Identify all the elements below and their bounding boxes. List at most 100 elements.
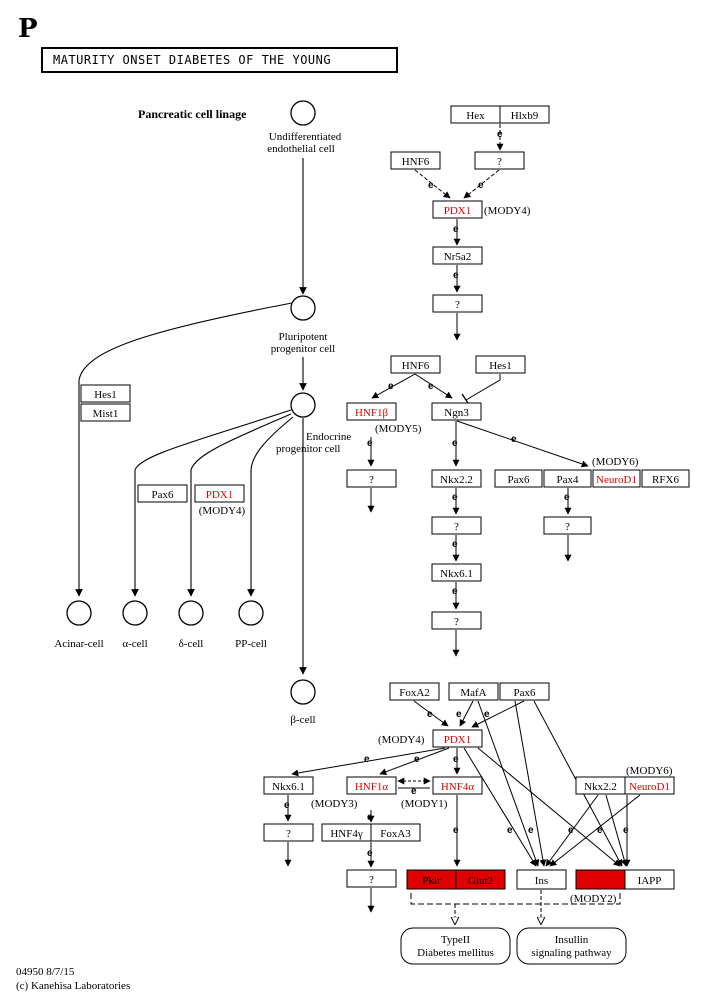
edge-plurip-acinar [75,302,293,597]
edge-label: e [597,825,603,836]
gene-hes1-b: Hes1 [489,360,512,372]
edge-endo-delta [187,413,292,597]
mody6-label-a: (MODY6) [592,456,639,468]
pathway-insulin-label: Insullin [555,934,589,946]
edge-label: e [411,786,417,797]
pathway-box-t2dm[interactable] [400,927,511,965]
gene-box-q2[interactable] [432,294,483,313]
gene-box-pdx1-left[interactable] [194,484,245,503]
gene-box-q8[interactable] [346,869,397,888]
gene-box-hnf4a[interactable] [432,776,483,795]
gene-box-nkx61-c[interactable] [263,776,314,795]
gene-pax4: Pax4 [557,474,580,486]
pathway-box-insulin-signaling[interactable] [516,927,627,965]
gene-ngn3: Ngn3 [444,407,469,419]
footer-id: 04950 8/7/15 [16,966,75,978]
pp-cell-node[interactable] [238,600,264,626]
edge-label: e [564,492,570,503]
gene-box-ngn3[interactable] [431,402,482,421]
beta-cell-node[interactable] [290,679,316,705]
edge-label: e [284,800,290,811]
gene-box-q7[interactable] [263,823,314,842]
pp-label: PP-cell [235,638,267,650]
gene-hnf4a: HNF4α [441,781,475,793]
gene-box-foxa3[interactable] [370,823,421,842]
gene-box-iapp[interactable] [624,869,675,890]
gene-box-q5[interactable] [431,611,482,630]
gene-box-q3[interactable] [346,469,397,488]
acinar-cell-node[interactable] [66,600,92,626]
gene-neurod1-c: NeuroD1 [629,781,670,793]
gene-hnf6-a: HNF6 [402,156,430,168]
pathway-insulin-label-2: signaling pathway [531,947,612,959]
undifferentiated-cell-node[interactable] [290,100,316,126]
gene-hes1-left: Hes1 [94,389,117,401]
gene-box-hes1-b[interactable] [475,355,526,374]
bracket-genes [410,893,621,905]
gene-box-pdx1-a[interactable] [432,200,483,219]
gene-box-nr5a2[interactable] [432,246,483,265]
edge-mafa-ins [477,700,540,867]
alpha-label: α-cell [122,638,147,650]
gene-box-hnf6-a[interactable] [390,151,441,170]
gene-iapp: IAPP [638,875,662,887]
edge-label: e [452,586,458,597]
gene-box-q6[interactable] [543,516,592,535]
pluripotent-label: Pluripotent [279,331,328,343]
gene-box-pax4[interactable] [543,469,592,488]
gene-hnf6-b: HNF6 [402,360,430,372]
gene-box-hes1-left[interactable] [80,384,131,403]
gene-box-ins[interactable] [516,869,567,890]
gene-box-gck[interactable] [575,869,626,890]
acinar-label: Acinar-cell [54,638,103,650]
gene-box-hnf1a[interactable] [346,776,397,795]
gene-box-q4[interactable] [431,516,482,535]
footer-copyright: (c) Kanehisa Laboratories [16,980,131,992]
gene-box-nkx61-a[interactable] [431,563,482,582]
gene-box-neurod1-c[interactable] [624,776,675,795]
gene-box-pax6-a[interactable] [494,469,543,488]
gene-q8: ? [369,874,374,886]
edge-label: e [478,180,484,191]
edge-label: e [428,381,434,392]
edge-pdx1-nkx61 [291,747,446,777]
gene-hex: Hex [466,110,485,122]
gene-box-hnf6-b[interactable] [390,355,441,374]
edge-pdx1-hnf1a [379,747,450,776]
gene-box-foxa2[interactable] [389,682,440,701]
pluripotent-cell-node[interactable] [290,295,316,321]
edge-hnf6-ngn3 [414,373,453,399]
lineage-header: Pancreatic cell linage [138,107,247,121]
gene-box-neurod1-a[interactable] [592,469,641,488]
alpha-cell-node[interactable] [122,600,148,626]
gene-box-pax6-left[interactable] [137,484,188,503]
undifferentiated-cell-label: Undifferentiated [269,131,342,143]
edge-label: e [623,825,629,836]
gene-box-mafa[interactable] [448,682,499,701]
gene-box-nkx22-a[interactable] [431,469,482,488]
edge-hes1-ngn3-inhibit [465,374,501,401]
delta-cell-node[interactable] [178,600,204,626]
edge-label: e [367,812,373,823]
edge-label: e [497,129,503,140]
endocrine-progenitor-node[interactable] [290,392,316,418]
gene-box-hnf1b[interactable] [346,402,397,421]
gene-box-hlxb9[interactable] [499,105,550,124]
gene-nkx22-a: Nkx2.2 [440,474,473,486]
gene-box-glut2[interactable] [455,869,506,890]
mody3-label: (MODY3) [311,798,358,810]
edge-pax6-ins [514,700,547,867]
gene-box-rfx6[interactable] [641,469,690,488]
gene-box-pdx1-c[interactable] [432,729,483,748]
gene-mist1: Mist1 [93,408,119,420]
edge-label: e [453,754,459,765]
edge-label: e [388,381,394,392]
gene-box-mist1[interactable] [80,403,131,422]
gene-hnf4g: HNF4γ [330,828,363,840]
delta-label: δ-cell [179,638,204,650]
gene-box-pax6-c[interactable] [499,682,550,701]
gene-box-q1[interactable] [474,151,525,170]
pathway-t2dm-label: TypeII [441,934,470,946]
edge-label: e [453,270,459,281]
